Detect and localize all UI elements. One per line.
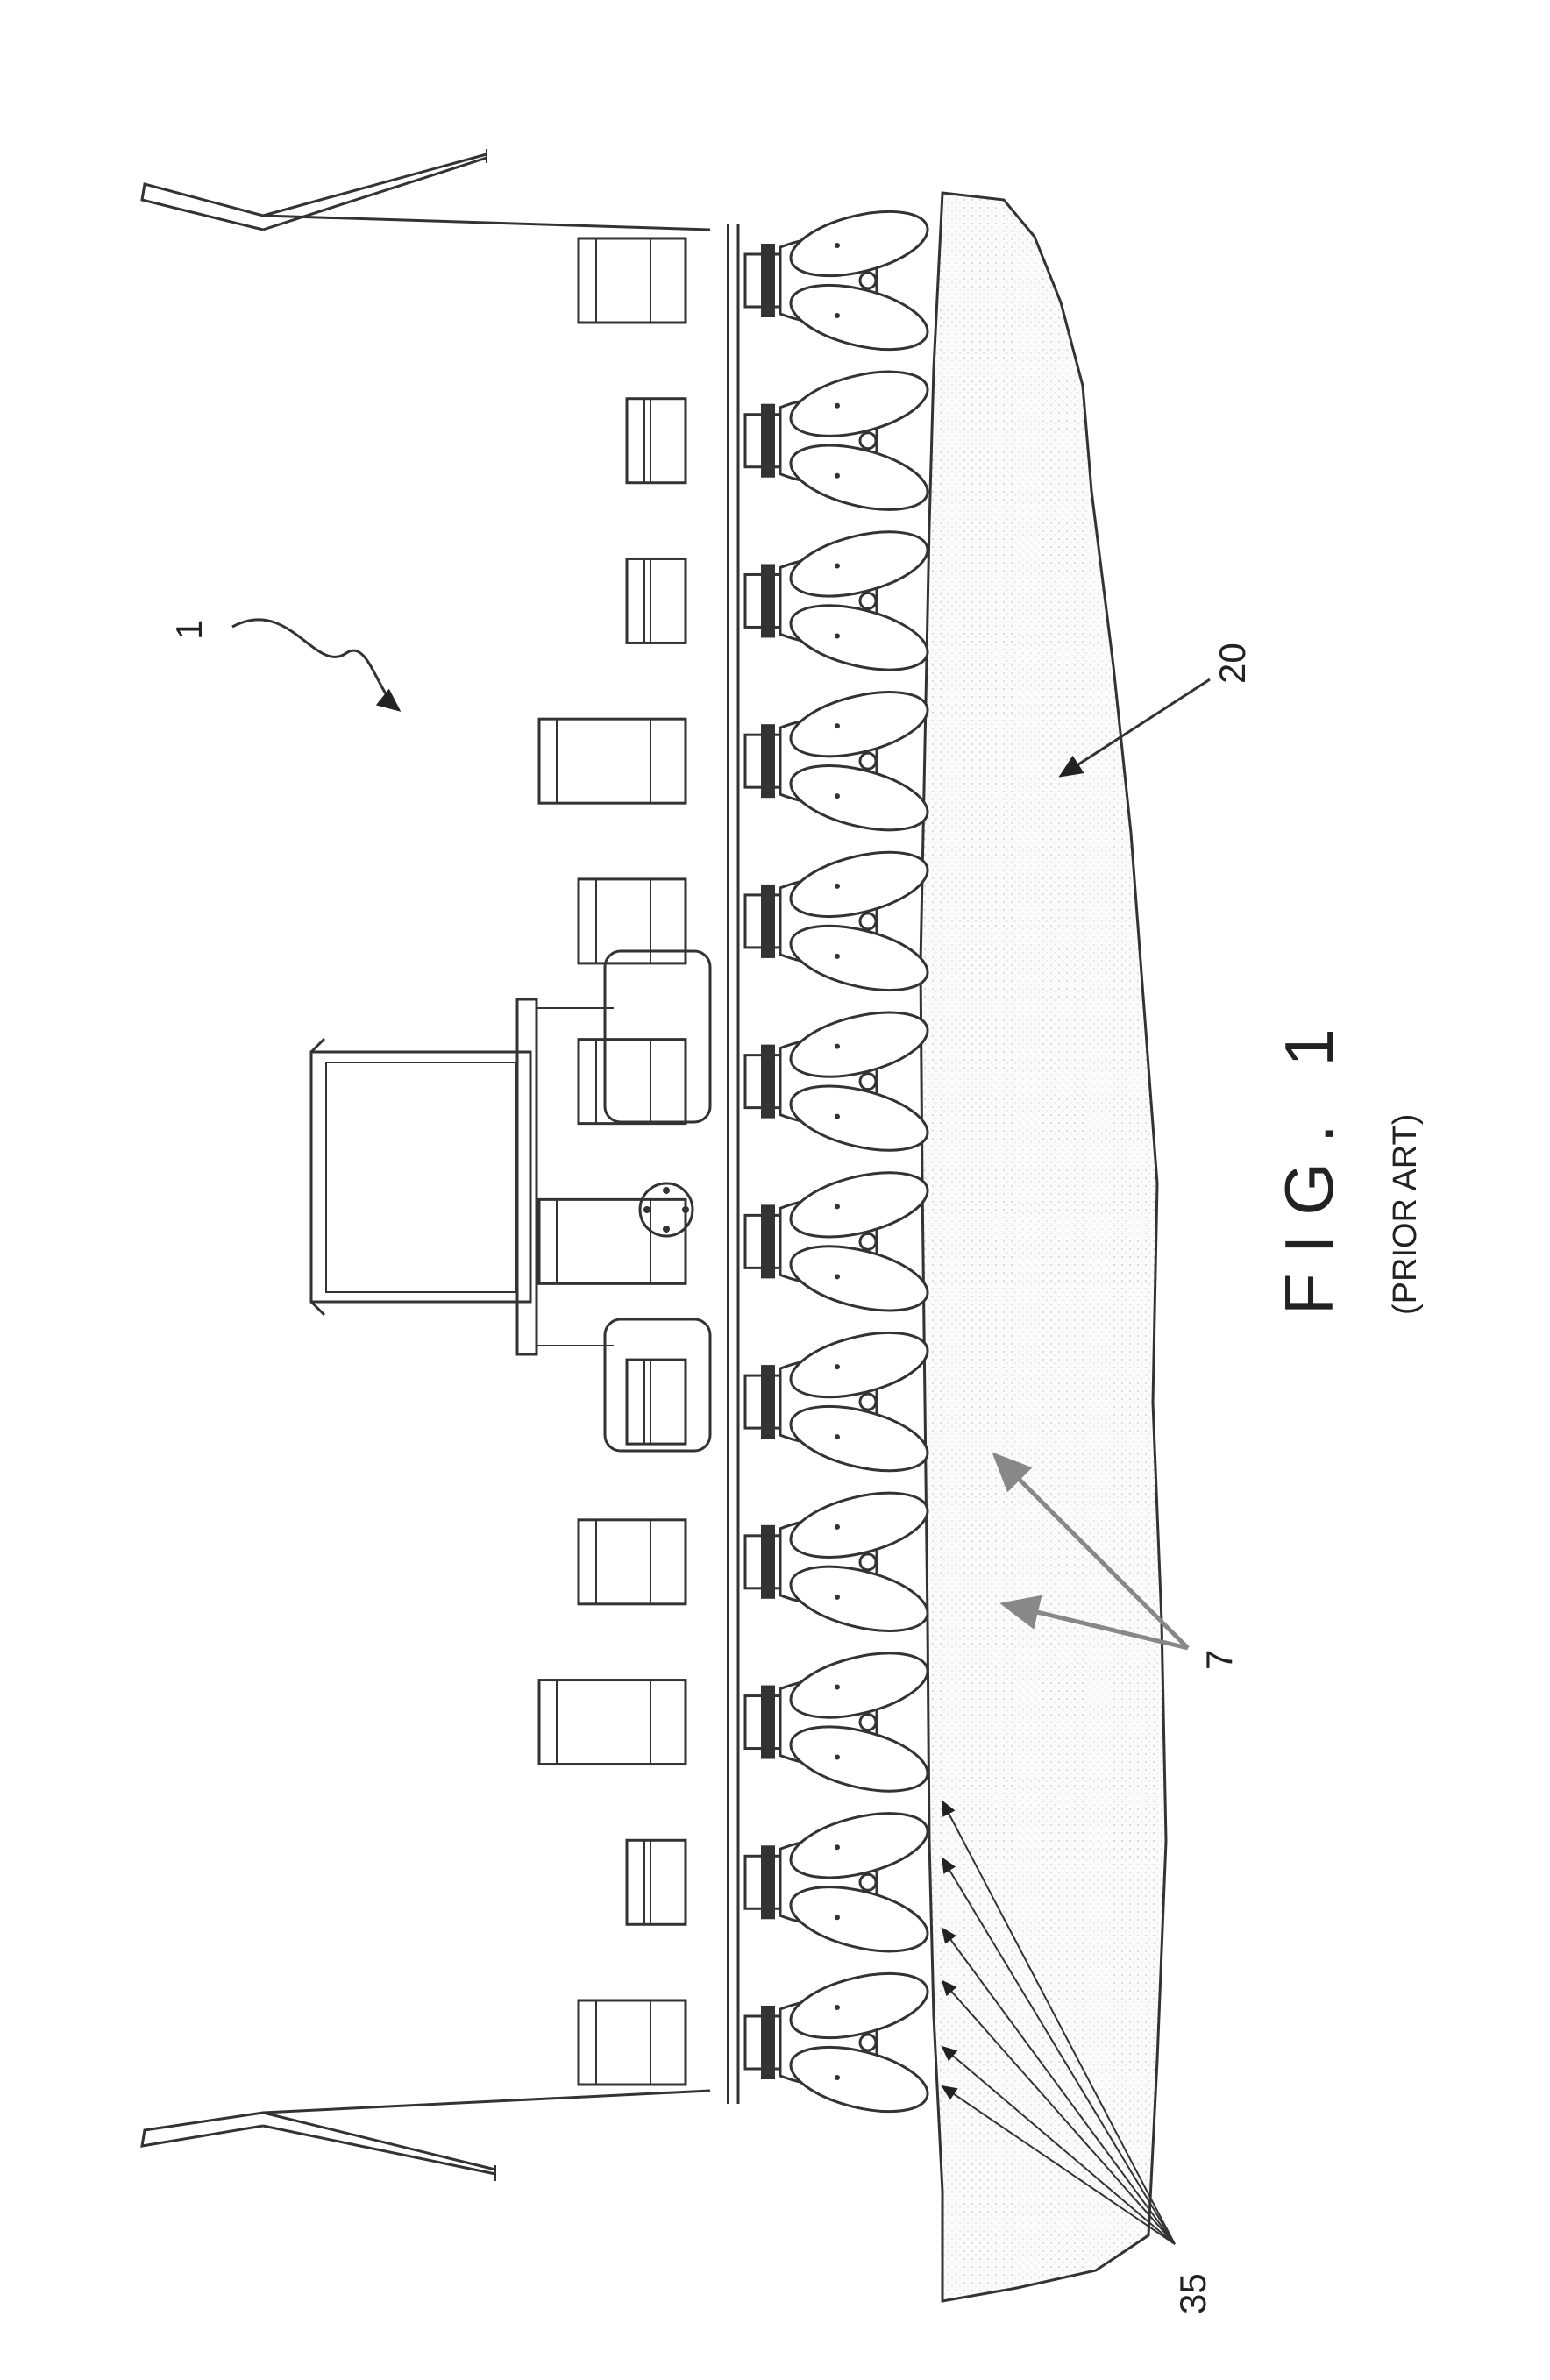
row-unit xyxy=(579,200,934,362)
seed-hopper xyxy=(627,558,686,643)
gauge-hub xyxy=(761,1845,775,1919)
seed-hopper xyxy=(539,1199,686,1283)
gauge-hub xyxy=(761,1686,775,1759)
label-7: 7 xyxy=(1198,1650,1240,1670)
label-1: 1 xyxy=(168,620,210,640)
hitch-arm-bottom xyxy=(142,2091,710,2181)
row-unit xyxy=(627,1321,934,1483)
disc-hub xyxy=(860,433,876,449)
gauge-hub xyxy=(761,1525,775,1599)
gauge-hub xyxy=(761,724,775,798)
label-20: 20 xyxy=(1212,643,1253,684)
disc-hub xyxy=(860,1394,876,1410)
disc-hub xyxy=(860,1074,876,1090)
disc-hub xyxy=(860,1715,876,1730)
disc-hub xyxy=(860,1874,876,1890)
gauge-hub xyxy=(761,564,775,637)
disc-hub xyxy=(860,913,876,929)
gauge-hub xyxy=(761,244,775,317)
row-unit xyxy=(539,1161,934,1323)
hitch-arm-top xyxy=(142,149,710,230)
gauge-hub xyxy=(761,1365,775,1439)
row-unit xyxy=(627,1801,934,1964)
gauge-hub xyxy=(761,404,775,478)
seed-hopper xyxy=(579,1520,686,1604)
row-unit xyxy=(539,680,934,842)
figure-subtitle: (PRIOR ART) xyxy=(1387,1114,1424,1315)
seed-hopper xyxy=(579,2000,686,2085)
gauge-hub xyxy=(761,2006,775,2079)
disc-hub xyxy=(860,753,876,769)
disc-hub xyxy=(860,593,876,608)
seed-hopper xyxy=(579,1040,686,1124)
row-unit xyxy=(579,1000,934,1162)
disc-hub xyxy=(860,1554,876,1570)
disc-hub xyxy=(860,273,876,288)
row-unit xyxy=(579,1962,934,2124)
leader-1 xyxy=(232,620,399,710)
disc-hub xyxy=(860,1233,876,1249)
gauge-hub xyxy=(761,1045,775,1119)
field-ground xyxy=(921,193,1166,2301)
figure-title: FIG. 1 xyxy=(1270,1009,1347,1315)
row-unit xyxy=(627,520,934,682)
row-unit xyxy=(579,1481,934,1643)
seed-hopper xyxy=(579,238,686,323)
row-unit xyxy=(539,1641,934,1803)
seed-hopper xyxy=(627,399,686,483)
seed-hopper xyxy=(627,1360,686,1444)
row-unit xyxy=(627,359,934,522)
seed-hopper xyxy=(539,719,686,803)
disc-hub xyxy=(860,2035,876,2050)
gauge-hub xyxy=(761,1204,775,1278)
row-units xyxy=(539,200,934,2124)
seed-hopper xyxy=(627,1840,686,1924)
label-35: 35 xyxy=(1172,2273,1213,2314)
seed-hopper xyxy=(539,1680,686,1765)
gauge-hub xyxy=(761,885,775,958)
row-unit xyxy=(579,841,934,1003)
